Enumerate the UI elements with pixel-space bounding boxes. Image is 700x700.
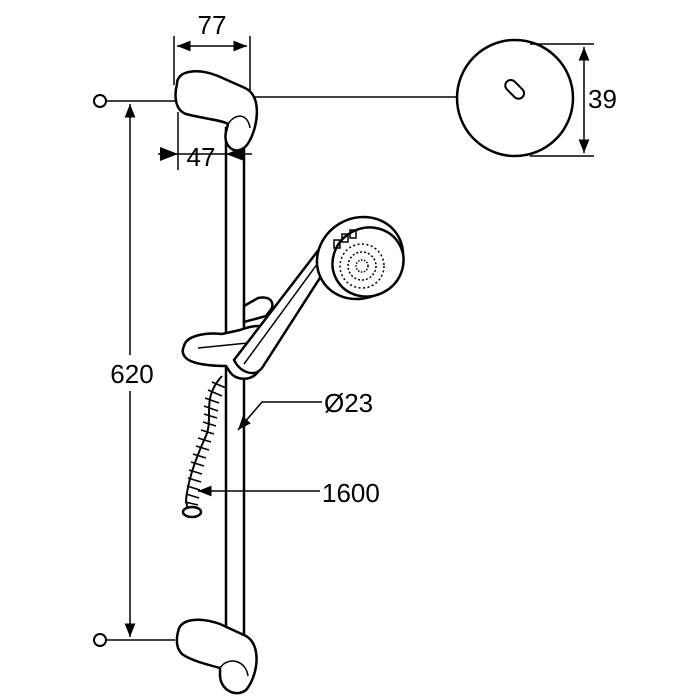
width-77-label: 77 xyxy=(198,10,227,40)
shower-hose-coils xyxy=(184,381,227,506)
shower-hose xyxy=(184,375,223,513)
bottom-wall-bracket xyxy=(175,618,258,695)
top-wall-bracket xyxy=(174,70,259,152)
cover-slot xyxy=(504,78,526,100)
diameter-leader xyxy=(237,401,322,431)
hand-shower-head xyxy=(315,215,405,301)
diameter-label: Ø23 xyxy=(324,388,373,418)
top-wall-mount-point xyxy=(93,94,107,108)
height-39-label: 39 xyxy=(588,84,617,114)
width-47-label: 47 xyxy=(187,142,216,172)
length-620-label: 620 xyxy=(110,359,153,389)
hose-length-label: 1600 xyxy=(322,478,380,508)
slide-rail xyxy=(224,126,246,650)
slider-clamp xyxy=(242,296,274,324)
bottom-wall-mount-point xyxy=(93,633,107,647)
